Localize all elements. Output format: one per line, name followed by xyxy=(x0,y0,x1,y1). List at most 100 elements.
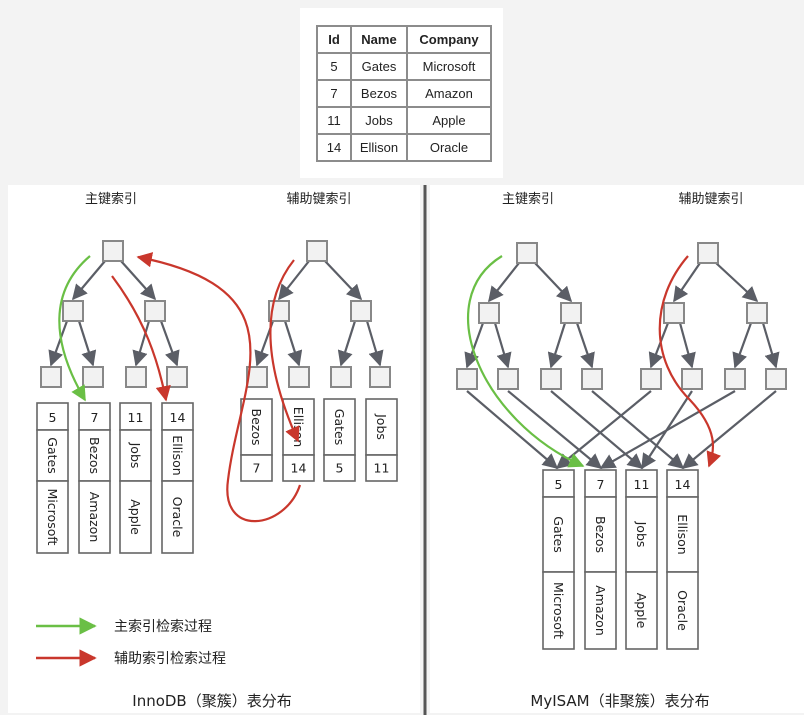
tree-edge xyxy=(678,322,696,369)
tree-nodes xyxy=(40,240,787,390)
secondary-key-cell xyxy=(323,398,356,456)
myisam-panel xyxy=(430,185,804,713)
myisam-secondary-title: 辅助键索引 xyxy=(678,192,743,207)
tree-edge xyxy=(324,260,363,301)
secondary-key: Bezos xyxy=(249,409,264,446)
record-company-cell xyxy=(666,571,699,650)
innodb-primary-title: 主键索引 xyxy=(85,192,137,207)
innodb-secondary-title: 辅助键索引 xyxy=(286,192,351,207)
secondary-pk-cell xyxy=(323,454,356,482)
tree-edge xyxy=(337,320,357,367)
secondary-key: Jobs xyxy=(374,413,389,440)
tree-edge xyxy=(599,390,736,469)
record-company: Oracle xyxy=(675,590,690,631)
table-row: 11 Jobs Apple xyxy=(316,106,492,135)
table-row: 14 Ellison Oracle xyxy=(316,133,492,162)
tree-edge xyxy=(48,320,69,367)
cell-name: Ellison xyxy=(350,133,408,162)
tree-edge xyxy=(715,262,759,303)
secondary-pk: 5 xyxy=(336,461,344,476)
innodb-back-to-primary-path xyxy=(136,252,302,523)
tree-node xyxy=(102,240,124,262)
record-company: Oracle xyxy=(170,497,185,538)
myisam-primary-title: 主键索引 xyxy=(502,192,554,207)
record-company-cell xyxy=(584,571,617,650)
tree-edge xyxy=(732,322,753,369)
tree-edge xyxy=(466,390,559,470)
innodb-caption: InnoDB（聚簇）表分布 xyxy=(132,692,291,710)
tree-edge xyxy=(550,390,644,469)
tree-node xyxy=(82,366,104,388)
tree-node xyxy=(540,368,562,390)
search-paths xyxy=(58,252,722,523)
record-id: 7 xyxy=(91,410,99,425)
record-id: 11 xyxy=(634,477,650,492)
record-name: Ellison xyxy=(170,435,185,475)
tree-node xyxy=(62,300,84,322)
record-company-cell xyxy=(119,480,152,554)
tree-edge xyxy=(493,322,512,369)
cell-id: 14 xyxy=(316,133,352,162)
example-table-panel: Id Name Company 5 Gates Microsoft 7 Bezo… xyxy=(300,8,503,178)
record-id-cell xyxy=(78,402,111,431)
record-name: Bezos xyxy=(593,516,608,553)
tree-node xyxy=(246,366,268,388)
tree-edge xyxy=(547,322,567,369)
tree-node xyxy=(369,366,391,388)
record-name-cell xyxy=(666,496,699,573)
tree-node xyxy=(456,368,478,390)
record-name: Jobs xyxy=(128,442,143,469)
tree-edge xyxy=(534,262,573,303)
cell-id: 7 xyxy=(316,79,352,108)
header-company: Company xyxy=(406,25,492,54)
legend: 主索引检索过程 辅助索引检索过程 xyxy=(36,617,226,667)
innodb-panel xyxy=(8,185,420,713)
table-row: 5 Gates Microsoft xyxy=(316,52,492,81)
secondary-key: Ellison xyxy=(291,407,306,447)
record-company-cell xyxy=(78,480,111,554)
record-id-cell xyxy=(36,402,69,431)
record-id: 14 xyxy=(170,410,186,425)
tree-node xyxy=(724,368,746,390)
record-company: Amazon xyxy=(593,585,608,636)
secondary-pk-cell xyxy=(282,454,315,482)
record-id-cell xyxy=(161,402,194,431)
table-header-row: Id Name Company xyxy=(316,25,492,54)
record-company: Microsoft xyxy=(551,582,566,639)
legend-primary-label: 主索引检索过程 xyxy=(114,618,212,635)
tree-edge xyxy=(132,320,151,367)
tree-node xyxy=(497,368,519,390)
tree-node xyxy=(40,366,62,388)
tree-node xyxy=(166,366,188,388)
cell-name: Jobs xyxy=(350,106,408,135)
cell-company: Oracle xyxy=(406,133,492,162)
record-company-cell xyxy=(625,571,658,650)
tree-edge xyxy=(365,320,384,367)
tree-edge xyxy=(278,260,310,301)
record-name-cell xyxy=(161,429,194,482)
record-name: Jobs xyxy=(634,521,649,548)
record-name-cell xyxy=(119,429,152,482)
tree-node xyxy=(560,302,582,324)
secondary-key: Gates xyxy=(332,409,347,445)
cell-name: Gates xyxy=(350,52,408,81)
tree-edge xyxy=(681,390,777,469)
record-company-cell xyxy=(161,480,194,554)
record-name: Bezos xyxy=(87,437,102,474)
header-id: Id xyxy=(316,25,352,54)
tree-edge xyxy=(488,262,520,303)
tree-edge xyxy=(120,260,157,301)
cell-company: Apple xyxy=(406,106,492,135)
tree-node xyxy=(640,368,662,390)
myisam-secondary-path xyxy=(658,255,722,468)
tree-edge xyxy=(507,390,603,469)
record-company: Microsoft xyxy=(45,489,60,546)
example-table: Id Name Company 5 Gates Microsoft 7 Bezo… xyxy=(316,25,492,162)
tree-node xyxy=(663,302,685,324)
tree-edge xyxy=(72,260,106,301)
header-name: Name xyxy=(350,25,408,54)
secondary-key-cell xyxy=(240,398,273,456)
tree-node xyxy=(681,368,703,390)
record-id-cell xyxy=(666,469,699,498)
tree-node xyxy=(697,242,719,264)
